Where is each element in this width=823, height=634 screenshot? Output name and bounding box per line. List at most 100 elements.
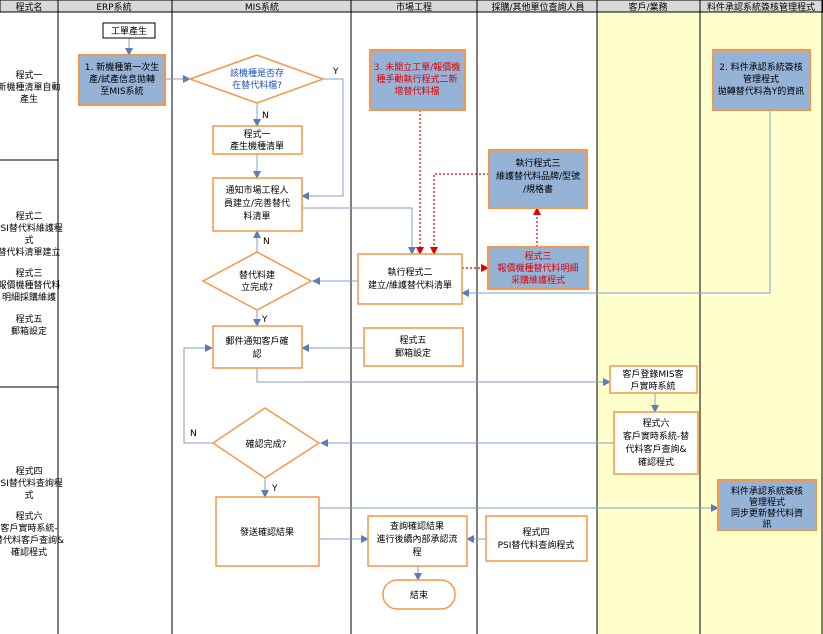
mkt-box4-text-1: 查詢確認結果 [390, 520, 444, 532]
mis-box3-text-1: 郵件通知客戶確 [225, 335, 288, 347]
header-approval: 料件承認系統簽核管理程式 [707, 1, 815, 13]
appr-box1-text-1: 2. 料件承認系統簽核 [719, 61, 802, 73]
pur-box-program4 [485, 515, 588, 562]
end-node-text: 結束 [410, 589, 428, 601]
label-n-1: N [262, 111, 269, 121]
mkt-box1-text-3: 增替代料檔 [394, 85, 439, 97]
row3-label-1: 程式四 [15, 465, 42, 477]
mis-box2-text-1: 通知市場工程人 [225, 184, 288, 196]
header-mis: MIS系統 [245, 1, 279, 13]
cust-box-login [609, 365, 698, 394]
erp-process-box [78, 54, 166, 106]
appr-box2-text-4: 訊 [762, 518, 771, 530]
label-y-1: Y [332, 67, 339, 77]
erp-box-text-3: 至MIS系統 [100, 85, 143, 97]
erp-box-text-1: 1. 新機種第一次生 [85, 61, 159, 73]
cust-box2-text-4: 確認程式 [638, 456, 674, 468]
pur-box1-text-3: /規格書 [523, 183, 553, 195]
row3-label-3: 式 [24, 489, 33, 501]
cust-box2-text-1: 程式六 [642, 417, 669, 429]
mkt-box-manual-run [369, 49, 466, 111]
row2-label-1: 程式二 [15, 210, 42, 222]
end-node [382, 579, 456, 610]
row3-label-5: 客戶實時系統- [0, 522, 57, 534]
header-customer: 客戶/業務 [628, 1, 667, 13]
mkt-box3-text-1: 程式五 [399, 334, 426, 346]
row2-label-8: 程式五 [15, 313, 42, 325]
decision-confirmed [211, 407, 321, 479]
mis-box-email-customer [212, 325, 303, 369]
cust-box2-text-3: 代料客戶查詢& [625, 443, 686, 455]
mis-box2-text-2: 員建立/完善替代 [224, 197, 290, 209]
header-market: 市場工程 [396, 1, 432, 13]
decision-confirmed-text: 確認完成? [246, 438, 287, 450]
row1-label-1: 程式一 [15, 69, 42, 81]
label-y-3: Y [271, 484, 278, 494]
connectors [125, 38, 771, 581]
pur-box3-text-1: 程式四 [522, 526, 549, 538]
mkt-box-run-program2 [357, 253, 463, 305]
row2-label-6: 報價機種替代料 [0, 279, 61, 291]
erp-start-node [102, 22, 156, 39]
row2-label-7: 明細採購維護 [2, 291, 56, 303]
header-erp: ERP系統 [96, 1, 131, 13]
mkt-box2-text-2: 建立/維護替代料清單 [368, 279, 452, 291]
row2-label-2: PSI替代料維護程 [0, 222, 63, 234]
appr-box2-text-2: 管理程式 [749, 496, 785, 508]
mkt-box3-text-2: 郵箱設定 [395, 347, 431, 359]
pur-box2-text-2: 報價機種替代料明細 [497, 262, 578, 274]
mis-box1-text-1: 程式一 [243, 128, 270, 140]
pur-box-run-program3 [488, 149, 588, 209]
header-row [0, 0, 823, 13]
row1-label-2: 新機種清單自動 [0, 81, 61, 93]
mkt-box4-text-2: 進行後續內部承認流 [376, 533, 457, 545]
decision-exists-text-1: 該機種是否存 [230, 67, 284, 79]
mkt-box2-text-1: 執行程式二 [387, 266, 432, 278]
cust-box1-text-2: 戶實時系統 [630, 380, 675, 392]
mis-box-program1 [212, 125, 303, 155]
pur-box1-text-1: 執行程式三 [515, 157, 560, 169]
cust-box2-text-2: 客戶實時系統-替 [623, 430, 689, 442]
pur-box3-text-2: PSI替代料查詢程式 [498, 539, 575, 551]
header-program-name: 程式名 [15, 1, 42, 13]
cust-box-program6 [613, 411, 699, 475]
lane-customer-bg [597, 12, 700, 634]
mis-box4-text: 發送確認結果 [240, 526, 294, 538]
mis-box2-text-3: 料清單 [243, 210, 270, 222]
pur-box1-text-2: 維護替代料品牌/型號 [496, 170, 580, 182]
header-purchase: 採購/其他單位查詢人員 [491, 1, 584, 13]
row2-label-3: 式 [24, 234, 33, 246]
appr-box1-text-3: 拋轉替代料為Y的資訊 [718, 85, 805, 97]
row1-label-3: 產生 [20, 93, 38, 105]
label-n-2: N [263, 237, 270, 247]
row-labels: 程式一 新機種清單自動 產生 程式二 PSI替代料維護程 式 替代料清單建立 程… [0, 69, 64, 558]
decision-created-text-1: 替代料建 [239, 269, 275, 281]
mkt-box1-text-2: 種手動執行程式二新 [376, 73, 457, 85]
mis-box1-text-2: 產生機種清單 [230, 140, 284, 152]
mkt-box-query-result [367, 515, 468, 567]
appr-box-transfer [712, 49, 811, 111]
row3-label-2: PSI替代料查詢程 [0, 477, 63, 489]
red-connectors [416, 110, 541, 272]
row2-label-4: 替代料清單建立 [0, 246, 61, 258]
row2-label-9: 郵箱設定 [11, 325, 47, 337]
decision-created-text-2: 立完成? [241, 281, 273, 293]
mkt-box4-text-3: 程 [412, 547, 421, 558]
pur-box2-text-3: 采購維護程式 [511, 274, 565, 286]
appr-box1-text-2: 管理程式 [743, 73, 779, 85]
pur-box2-text-1: 程式三 [524, 250, 551, 262]
decision-exists [187, 54, 326, 104]
decision-created [201, 251, 313, 311]
label-n-3: N [190, 429, 197, 439]
row3-label-6: 替代料客戶查詢& [0, 534, 64, 546]
appr-box2-text-1: 料件承認系統簽核 [731, 485, 803, 497]
mkt-box1-text-1: 3. 未開立工單/報價機 [374, 61, 460, 73]
row2-label-5: 程式三 [15, 267, 42, 279]
label-y-2: Y [261, 315, 268, 325]
mkt-box-program5 [363, 327, 464, 367]
erp-box-text-2: 產/試產信息拋轉 [89, 73, 155, 85]
erp-start-text: 工單產生 [111, 25, 147, 37]
appr-box2-text-3: 同步更新替代料資 [731, 507, 803, 519]
